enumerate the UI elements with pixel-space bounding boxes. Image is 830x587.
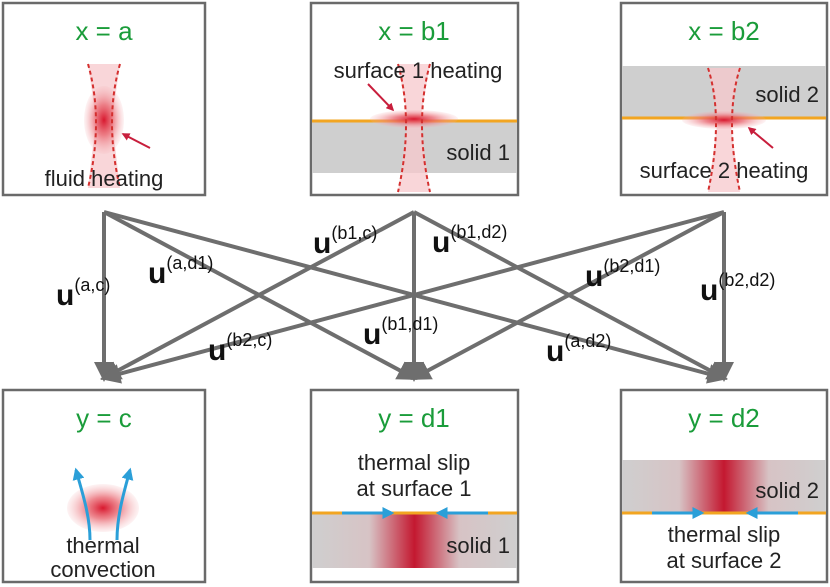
edge-symbol: u (585, 260, 603, 293)
solid-layer (622, 460, 826, 513)
edge-symbol: u (700, 274, 718, 307)
panel-caption: surface 1 heating (334, 58, 503, 83)
edge-superscript: (b1,d1) (381, 314, 438, 334)
panel-title: x = a (75, 16, 133, 46)
panel-caption-line2: convection (50, 557, 155, 582)
edge-label-b2-d1: u(b2,d1) (585, 256, 660, 293)
beam-edge-left (87, 63, 97, 189)
panel-caption: fluid heating (45, 166, 164, 191)
heat-spot (370, 110, 458, 128)
panel-title: x = b1 (378, 16, 450, 46)
input-panel-b2: x = b2 solid 2 surface 2 heating (619, 1, 829, 197)
edge-label-b2-c: u(b2,c) (208, 330, 272, 367)
edge-superscript: (b2,c) (226, 330, 272, 350)
edge-symbol: u (546, 335, 564, 368)
beam-edge-right (421, 63, 431, 193)
solid-layer (312, 513, 517, 568)
edge-symbol: u (208, 334, 226, 367)
beam-edge-right (111, 63, 121, 189)
edge-symbol: u (432, 226, 450, 259)
edge-label-b1-c: u(b1,c) (313, 223, 377, 260)
panel-title: x = b2 (688, 16, 760, 46)
panel-caption-line2: at surface 1 (357, 476, 472, 501)
beam-edge-left (707, 67, 717, 193)
output-panel-d2: y = d2 solid 2 thermal slip at surface 2 (619, 388, 829, 584)
edge-label-a-c: u(a,c) (56, 275, 110, 312)
panel-caption-line1: thermal (66, 533, 139, 558)
heat-spot (67, 484, 139, 532)
edge-b1-to-c (100, 210, 415, 380)
edge-symbol: u (56, 279, 74, 312)
edge-layer (94, 210, 734, 384)
edge-superscript: (b2,d1) (603, 256, 660, 276)
edge-superscript: (a,d2) (564, 331, 611, 351)
beam-edge-left (397, 63, 407, 193)
panel-caption-line1: thermal slip (668, 522, 780, 547)
panel-caption-line2: at surface 2 (667, 548, 782, 573)
panel-caption: surface 2 heating (640, 158, 809, 183)
output-panel-c: y = c thermal convection (1, 388, 207, 584)
convection-arrow-left-icon (72, 467, 92, 541)
edge-superscript: (a,c) (74, 275, 110, 295)
panel-title: y = d2 (688, 403, 760, 433)
panel-title: y = c (76, 403, 132, 433)
edge-superscript: (a,d1) (166, 253, 213, 273)
edge-symbol: u (363, 318, 381, 351)
heat-spot (84, 86, 124, 154)
solid-label: solid 2 (755, 478, 819, 503)
beam-shape (708, 68, 740, 192)
edge-label-b1-d2: u(b1,d2) (432, 222, 507, 259)
pointer-arrow (121, 133, 151, 149)
edge-b2-to-d1 (410, 210, 725, 380)
heat-spot (682, 111, 766, 129)
edge-label-layer: u(a,c)u(a,d1)u(a,d2)u(b1,c)u(b1,d1)u(b1,… (56, 222, 775, 368)
panel-caption-line1: thermal slip (358, 450, 470, 475)
panel-title: y = d1 (378, 403, 450, 433)
input-panel-b1: x = b1 surface 1 heating solid 1 (309, 1, 520, 197)
solid-label: solid 1 (446, 533, 510, 558)
edge-label-b1-d1: u(b1,d1) (363, 314, 438, 351)
solid-label: solid 2 (755, 82, 819, 107)
edge-superscript: (b1,c) (331, 223, 377, 243)
edge-superscript: (b2,d2) (718, 270, 775, 290)
edge-superscript: (b1,d2) (450, 222, 507, 242)
edge-b2-to-c (100, 210, 725, 384)
convection-arrow-right-icon (115, 467, 134, 541)
solid-label: solid 1 (446, 140, 510, 165)
edge-label-b2-d2: u(b2,d2) (700, 270, 775, 307)
input-panel-a: x = a fluid heating (1, 1, 207, 197)
pointer-arrow (367, 83, 395, 112)
beam-edge-right (731, 67, 741, 193)
pointer-arrow (747, 126, 774, 149)
edge-symbol: u (148, 257, 166, 290)
edge-label-a-d1: u(a,d1) (148, 253, 213, 290)
output-panel-d1: y = d1 thermal slip at surface 1 solid 1 (309, 388, 520, 584)
edge-label-a-d2: u(a,d2) (546, 331, 611, 368)
edge-symbol: u (313, 227, 331, 260)
